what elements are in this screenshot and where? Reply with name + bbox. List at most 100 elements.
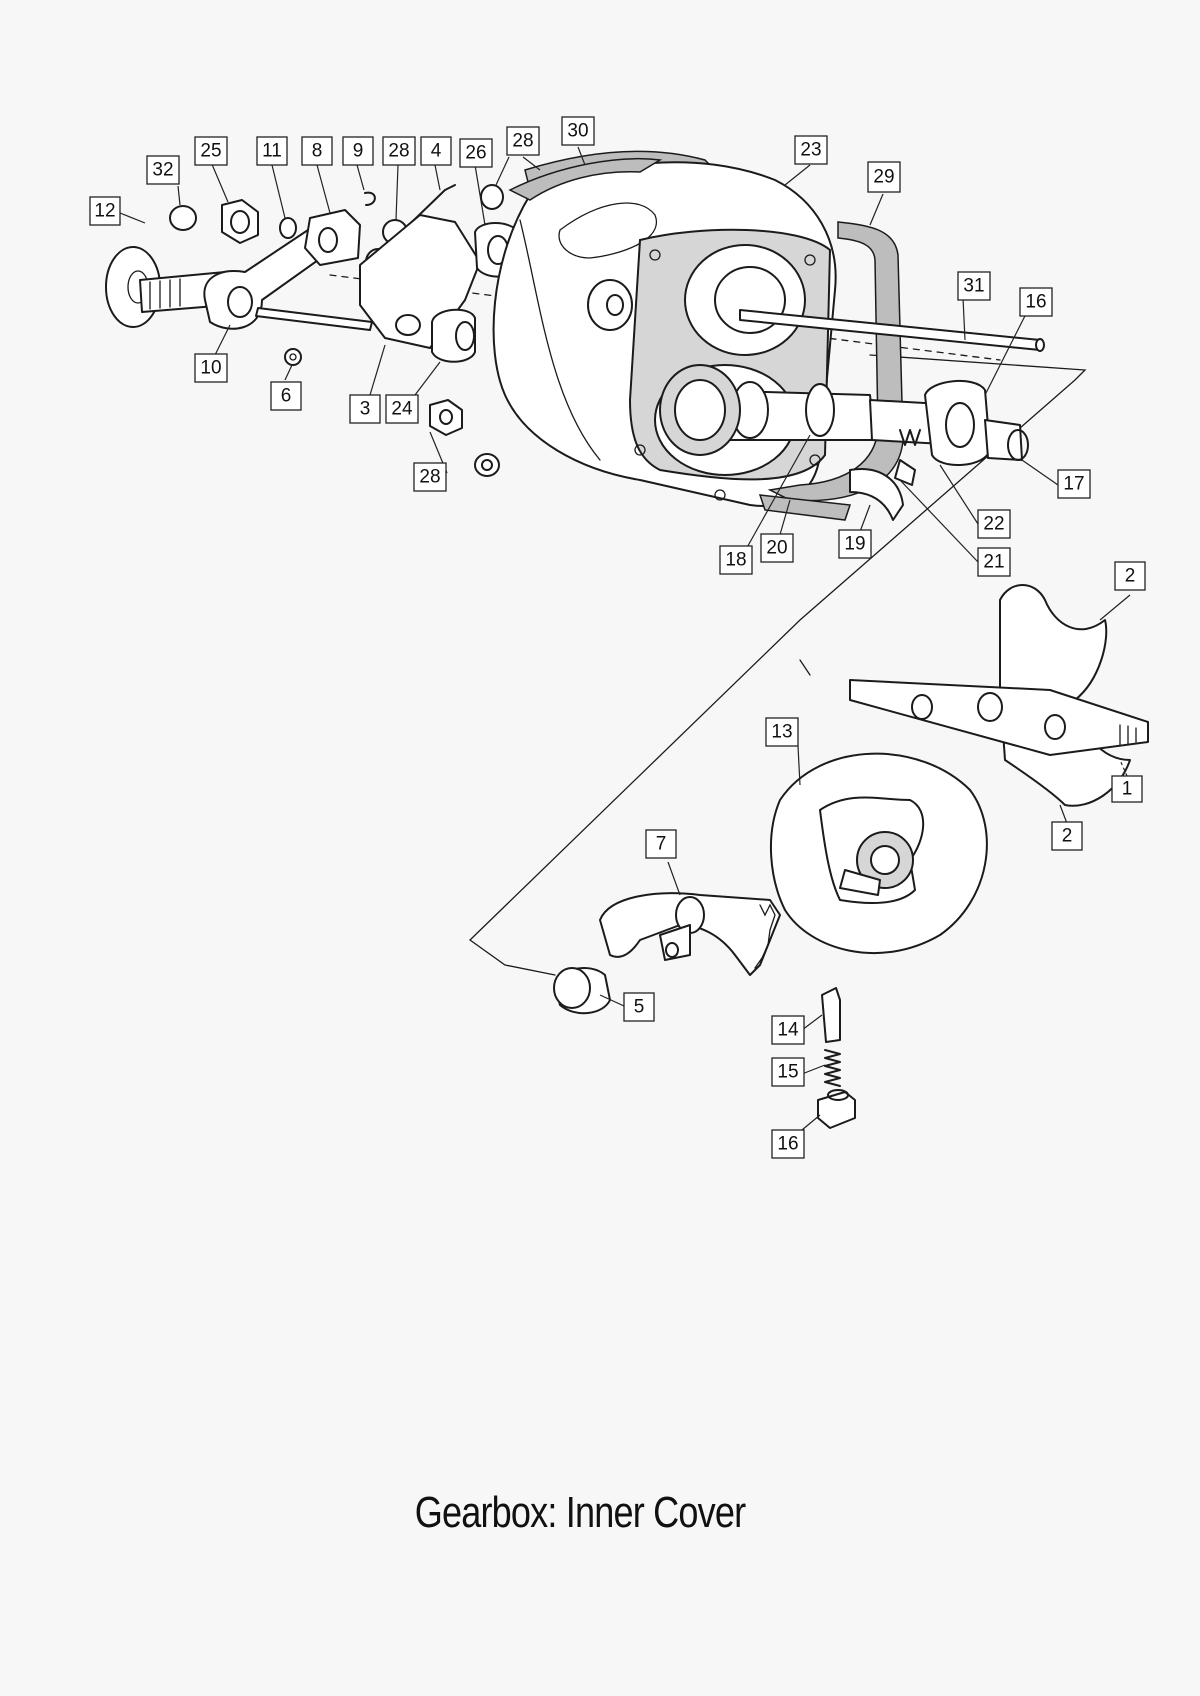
inner-cover-24 <box>492 150 837 507</box>
svg-text:2: 2 <box>1062 826 1073 847</box>
label-21: 20 <box>760 533 794 563</box>
kickstart-shaft-assembly <box>105 169 555 477</box>
label-6: 6 <box>270 381 302 411</box>
label-19: 18 <box>719 545 753 575</box>
label-1: 1 <box>1111 775 1143 803</box>
label-18: 17 <box>1057 469 1091 499</box>
label-32: 32 <box>146 155 180 185</box>
lever-10 <box>203 221 336 330</box>
nut-28-lower <box>429 399 463 436</box>
label-2-top: 2 <box>1114 561 1146 591</box>
label-24: 23 <box>794 135 828 165</box>
plunger-18 <box>984 419 1023 461</box>
svg-text:1: 1 <box>1122 779 1133 800</box>
fork-2-upper <box>999 584 1108 721</box>
svg-text:21: 21 <box>983 552 1004 573</box>
svg-text:2: 2 <box>1125 566 1136 587</box>
pawl-22 <box>894 459 916 486</box>
svg-text:3: 3 <box>360 399 371 420</box>
label-7: 7 <box>645 829 677 859</box>
label-2-bottom: 2 <box>1051 821 1083 851</box>
label-5: 5 <box>623 992 655 1022</box>
svg-text:5: 5 <box>634 997 645 1018</box>
detent-assembly <box>817 987 856 1129</box>
svg-text:7: 7 <box>656 834 667 855</box>
quadrant-7 <box>599 892 781 976</box>
label-23: 22 <box>977 509 1011 539</box>
spring-23 <box>899 429 921 446</box>
label-28-a: 28 <box>382 136 416 166</box>
plunger-14 <box>821 987 841 1043</box>
label-14: 14 <box>771 1015 805 1045</box>
gasket-30 <box>508 158 663 201</box>
roller-5 <box>553 967 611 1015</box>
svg-text:4: 4 <box>431 141 442 162</box>
label-3: 3 <box>349 394 381 424</box>
clamp-8 <box>304 209 361 266</box>
washer-6 <box>284 348 302 366</box>
svg-text:10: 10 <box>200 358 221 379</box>
label-17: 16 <box>1019 287 1053 317</box>
svg-text:16: 16 <box>1025 292 1046 313</box>
svg-text:15: 15 <box>777 1062 798 1083</box>
label-9: 9 <box>342 136 374 166</box>
label-11: 11 <box>256 136 288 166</box>
gasket-21 <box>758 494 852 521</box>
svg-text:25: 25 <box>200 141 221 162</box>
label-28-b: 28 <box>506 126 540 156</box>
svg-text:28: 28 <box>388 141 409 162</box>
svg-text:23: 23 <box>800 140 821 161</box>
nut-28-bottom <box>474 453 500 477</box>
label-22: 21 <box>977 547 1011 577</box>
label-15: 15 <box>771 1057 805 1087</box>
svg-text:11: 11 <box>262 141 282 162</box>
diagram-caption: Gearbox: Inner Cover <box>414 1488 746 1537</box>
svg-text:17: 17 <box>1063 474 1084 495</box>
svg-text:28: 28 <box>419 467 440 488</box>
bush-25 <box>431 308 476 363</box>
label-28-c: 28 <box>413 462 447 492</box>
plate-20 <box>849 468 904 521</box>
label-13: 13 <box>765 717 799 747</box>
plug-16 <box>817 1091 856 1129</box>
svg-text:24: 24 <box>391 399 413 420</box>
svg-text:12: 12 <box>94 201 115 222</box>
label-26: 25 <box>194 136 228 166</box>
label-4: 4 <box>420 136 452 166</box>
svg-text:22: 22 <box>983 514 1004 535</box>
svg-text:13: 13 <box>771 722 792 743</box>
camshaft-19 <box>659 364 963 456</box>
label-31: 31 <box>957 271 991 301</box>
label-27: 26 <box>459 138 493 168</box>
label-16: 16 <box>771 1129 805 1159</box>
svg-text:26: 26 <box>465 143 486 164</box>
svg-text:31: 31 <box>963 276 984 297</box>
svg-text:19: 19 <box>844 534 865 555</box>
svg-text:16: 16 <box>777 1134 798 1155</box>
label-12: 12 <box>89 196 121 226</box>
svg-text:29: 29 <box>873 167 894 188</box>
label-29: 29 <box>867 161 901 193</box>
svg-text:30: 30 <box>567 121 588 142</box>
selector-fork-assembly <box>849 584 1149 807</box>
spring-15 <box>824 1049 841 1087</box>
circlip-9 <box>364 191 376 206</box>
svg-text:8: 8 <box>312 141 323 162</box>
svg-text:28: 28 <box>512 131 533 152</box>
cam-plate-13 <box>770 752 988 955</box>
ball-32 <box>169 205 197 231</box>
label-20: 19 <box>838 529 872 559</box>
svg-text:18: 18 <box>725 550 746 571</box>
svg-text:32: 32 <box>152 160 173 181</box>
label-10: 10 <box>194 353 228 383</box>
label-8: 8 <box>301 136 333 166</box>
svg-text:20: 20 <box>766 538 787 559</box>
label-25: 24 <box>385 394 419 424</box>
nut-26 <box>221 199 259 244</box>
washer-11 <box>279 217 297 239</box>
svg-text:9: 9 <box>353 141 364 162</box>
label-30: 30 <box>561 116 595 146</box>
part-labels: 12 32 25 11 8 9 28 4 26 28 30 23 29 31 1… <box>89 116 1146 1159</box>
svg-text:14: 14 <box>777 1020 799 1041</box>
